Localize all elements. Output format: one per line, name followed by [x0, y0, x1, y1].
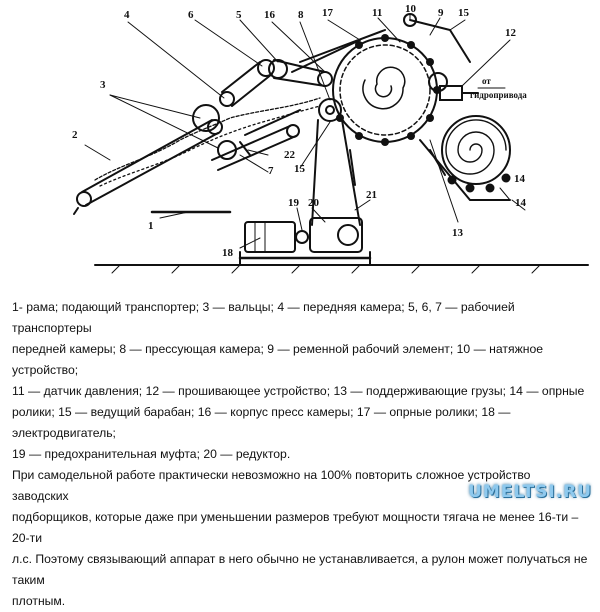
label-15: 15 — [458, 7, 470, 19]
label-1: 1 — [148, 220, 154, 232]
drive-label-line1: от — [482, 76, 491, 86]
label-18: 18 — [222, 247, 234, 259]
drive-belt-right — [341, 119, 361, 226]
label-11: 11 — [372, 7, 382, 19]
drive-drum-15 — [428, 72, 448, 92]
press-chamber — [332, 37, 438, 143]
legend-line: ролики; 15 — ведущий барабан; 16 — корпу… — [12, 405, 511, 440]
ground-hatch — [111, 264, 541, 274]
label-9: 9 — [438, 7, 444, 19]
bale-spiral — [362, 66, 406, 110]
legend-line: 11 — датчик давления; 12 — прошивающее у… — [12, 384, 585, 398]
label-19: 19 — [288, 197, 300, 209]
legend-line: передней камеры; 8 — прессующая камера; … — [12, 342, 544, 377]
electric-motor — [244, 221, 296, 253]
body-line: При самодельной работе практически невоз… — [12, 468, 531, 503]
label-2: 2 — [72, 129, 78, 141]
label-21: 21 — [366, 189, 377, 201]
label-13: 13 — [452, 227, 464, 239]
body-line: л.с. Поэтому связывающий аппарат в него … — [12, 552, 588, 587]
label-5: 5 — [236, 9, 242, 21]
legend-line: 19 — предохранительная муфта; 20 — редук… — [12, 447, 291, 461]
body-line: плотным. — [12, 594, 66, 608]
label-14: 14 — [515, 197, 527, 209]
label-3: 3 — [100, 79, 106, 91]
label-22: 22 — [284, 149, 296, 161]
label-6: 6 — [188, 9, 194, 21]
body-line: подборщиков, которые даже при уменьшении… — [12, 510, 579, 545]
label-15-b: 15 — [294, 163, 306, 175]
safety-coupling — [295, 230, 309, 244]
label-17: 17 — [322, 7, 334, 19]
label-14-b: 14 — [514, 173, 526, 185]
label-8: 8 — [298, 9, 304, 21]
drive-label-line2: гидропривода — [470, 90, 527, 100]
label-4: 4 — [124, 9, 130, 21]
baler-diagram: 1 2 3 4 5 6 7 8 9 10 11 12 13 14 15 16 1… — [72, 3, 589, 274]
label-16: 16 — [264, 9, 276, 21]
label-10: 10 — [405, 3, 417, 15]
front-chamber — [211, 59, 333, 171]
label-7: 7 — [268, 165, 274, 177]
reducer — [309, 217, 363, 253]
belt-housing — [409, 19, 471, 63]
roller-top — [192, 104, 220, 132]
label-20: 20 — [308, 197, 320, 209]
caption: 1- рама; подающий транспортер; 3 — вальц… — [12, 297, 590, 612]
leader-lines — [84, 14, 526, 249]
label-12: 12 — [505, 27, 517, 39]
hay-layer — [94, 97, 321, 181]
finished-bale — [441, 115, 511, 185]
watermark: UMELTSI.RU — [468, 482, 592, 502]
drive-belt-left — [311, 119, 319, 226]
legend-line: 1- рама; подающий транспортер; 3 — вальц… — [12, 300, 515, 335]
